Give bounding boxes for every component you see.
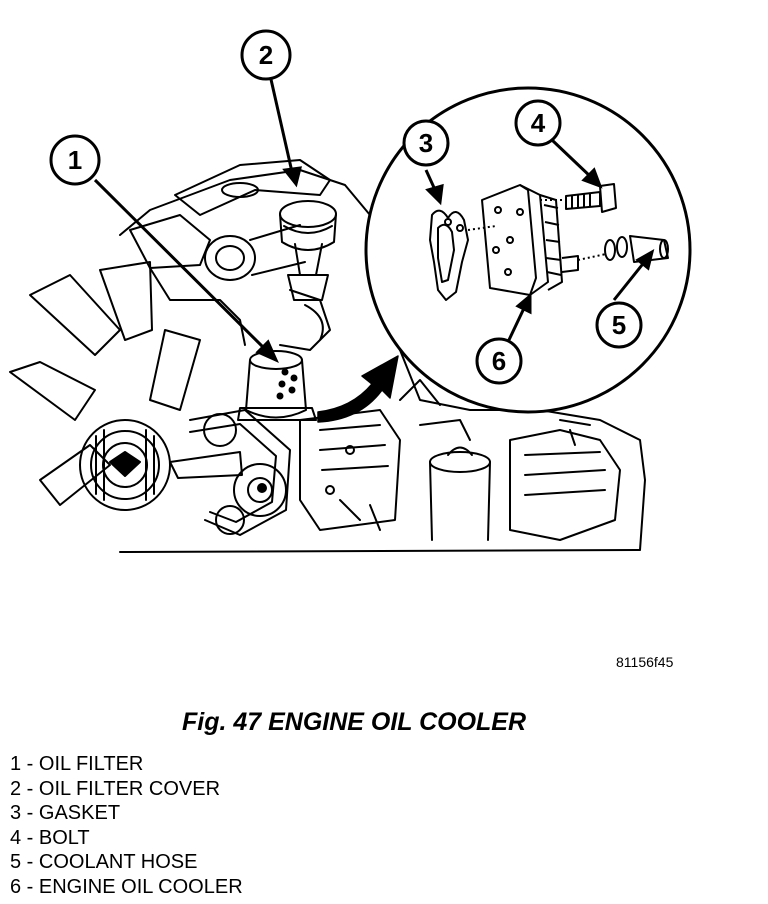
leader-lines	[93, 74, 655, 363]
callout-5: 5	[595, 301, 643, 349]
callout-5-number: 5	[612, 310, 626, 340]
callout-2: 2	[240, 29, 292, 81]
bolt-illustration	[540, 183, 617, 213]
engine-oil-cooler-diagram: 1 2 3 4 5 6	[9, 29, 692, 553]
callout-4-number: 4	[531, 108, 546, 138]
oil-cooler-illustration	[467, 184, 579, 296]
callout-6: 6	[475, 337, 523, 385]
callout-1: 1	[49, 134, 101, 186]
callout-1-number: 1	[68, 145, 82, 175]
callout-2-number: 2	[259, 40, 273, 70]
legend-item: 2 - OIL FILTER COVER	[10, 777, 221, 800]
legend-item: 3 - GASKET	[10, 802, 121, 824]
gasket-illustration	[429, 209, 469, 301]
engine-illustration	[9, 159, 646, 553]
callout-3-number: 3	[419, 128, 433, 158]
legend-item: 6 - ENGINE OIL COOLER	[10, 875, 243, 898]
callout-4: 4	[514, 99, 562, 147]
figure-caption: Fig. 47 ENGINE OIL COOLER	[181, 708, 527, 736]
legend-item: 1 - OIL FILTER	[10, 753, 144, 775]
curved-arrow	[317, 355, 399, 423]
callout-6-number: 6	[492, 346, 506, 376]
figure-code: 81156f45	[616, 654, 674, 670]
callout-3: 3	[402, 119, 450, 167]
parts-legend: 1 - OIL FILTER 2 - OIL FILTER COVER 3 - …	[10, 752, 243, 899]
legend-item: 4 - BOLT	[10, 826, 90, 849]
legend-item: 5 - COOLANT HOSE	[10, 851, 198, 873]
coolant-hose-illustration	[577, 235, 669, 263]
